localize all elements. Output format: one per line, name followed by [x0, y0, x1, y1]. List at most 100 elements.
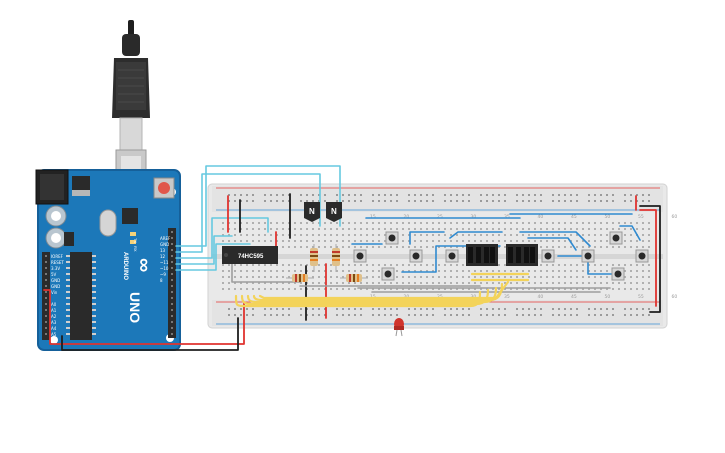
- terminal-hole: [468, 234, 470, 236]
- mounting-hole: [50, 336, 58, 344]
- push-button[interactable]: [409, 249, 423, 263]
- seven-segment-displays[interactable]: [466, 244, 538, 266]
- push-button[interactable]: [611, 267, 625, 281]
- push-buttons[interactable]: [353, 231, 649, 281]
- push-button[interactable]: [541, 249, 555, 263]
- terminal-hole: [534, 276, 536, 278]
- push-button[interactable]: [581, 249, 595, 263]
- terminal-hole: [360, 288, 362, 290]
- rail-hole: [570, 200, 572, 202]
- terminal-hole: [540, 288, 542, 290]
- push-button[interactable]: [385, 231, 399, 245]
- terminal-hole: [468, 240, 470, 242]
- header-pin: [171, 273, 173, 275]
- red-led[interactable]: [394, 318, 404, 337]
- rail-hole: [630, 314, 632, 316]
- rail-hole: [636, 308, 638, 310]
- transistor-right[interactable]: N: [326, 202, 342, 222]
- terminal-hole: [636, 288, 638, 290]
- terminal-hole: [606, 240, 608, 242]
- push-button[interactable]: [635, 249, 649, 263]
- power-header[interactable]: [42, 252, 50, 340]
- shift-register-chip[interactable]: 74HC595: [222, 246, 278, 264]
- rail-hole: [396, 200, 398, 202]
- push-button[interactable]: [381, 267, 395, 281]
- terminal-hole: [300, 240, 302, 242]
- terminal-hole: [438, 264, 440, 266]
- chip-pin: [92, 255, 96, 257]
- terminal-hole: [570, 234, 572, 236]
- terminal-hole: [378, 276, 380, 278]
- atmega-chip: [70, 252, 92, 340]
- push-button[interactable]: [609, 231, 623, 245]
- rail-hole: [462, 308, 464, 310]
- terminal-hole: [648, 228, 650, 230]
- terminal-hole: [552, 240, 554, 242]
- terminal-hole: [294, 246, 296, 248]
- terminal-hole: [270, 234, 272, 236]
- rail-hole: [642, 200, 644, 202]
- terminal-hole: [522, 288, 524, 290]
- rail-hole: [414, 308, 416, 310]
- rail-hole: [354, 200, 356, 202]
- rail-hole: [312, 308, 314, 310]
- terminal-hole: [348, 282, 350, 284]
- chip-pin: [66, 261, 70, 263]
- terminal-hole: [312, 282, 314, 284]
- resistor: [340, 274, 368, 282]
- rail-hole: [600, 200, 602, 202]
- terminal-hole: [576, 228, 578, 230]
- terminal-hole: [516, 234, 518, 236]
- terminal-hole: [234, 222, 236, 224]
- transistor-left[interactable]: N: [304, 202, 320, 222]
- display-digit: [468, 247, 473, 263]
- terminal-hole: [234, 228, 236, 230]
- resistors[interactable]: [286, 244, 368, 282]
- terminal-hole: [444, 282, 446, 284]
- push-button[interactable]: [445, 249, 459, 263]
- terminal-hole: [258, 282, 260, 284]
- terminal-hole: [330, 234, 332, 236]
- terminal-hole: [462, 282, 464, 284]
- terminal-hole: [522, 276, 524, 278]
- terminal-hole: [228, 264, 230, 266]
- terminal-hole: [378, 222, 380, 224]
- terminal-hole: [444, 222, 446, 224]
- terminal-hole: [294, 270, 296, 272]
- rail-hole: [504, 200, 506, 202]
- rail-hole: [492, 314, 494, 316]
- terminal-hole: [540, 282, 542, 284]
- terminal-hole: [462, 270, 464, 272]
- terminal-hole: [648, 246, 650, 248]
- digital-header[interactable]: [168, 228, 176, 338]
- terminal-hole: [264, 288, 266, 290]
- terminal-hole: [468, 282, 470, 284]
- terminal-hole: [330, 270, 332, 272]
- terminal-hole: [528, 282, 530, 284]
- terminal-hole: [342, 246, 344, 248]
- terminal-hole: [606, 270, 608, 272]
- terminal-hole: [600, 282, 602, 284]
- display-digit: [516, 247, 521, 263]
- push-button[interactable]: [353, 249, 367, 263]
- usb-cable[interactable]: [112, 20, 150, 189]
- rail-hole: [468, 194, 470, 196]
- terminal-hole: [540, 270, 542, 272]
- terminal-hole: [360, 222, 362, 224]
- terminal-hole: [438, 288, 440, 290]
- terminal-hole: [642, 270, 644, 272]
- arduino-uno-board[interactable]: TX RX ∞ ARDUINO UNO AREFGND1312~11~10~98…: [35, 169, 181, 351]
- terminal-hole: [624, 240, 626, 242]
- chip-pin: [92, 315, 96, 317]
- terminal-hole: [480, 270, 482, 272]
- terminal-hole: [276, 240, 278, 242]
- terminal-hole: [588, 282, 590, 284]
- terminal-hole: [564, 270, 566, 272]
- terminal-hole: [372, 222, 374, 224]
- terminal-hole: [588, 276, 590, 278]
- rail-hole: [420, 308, 422, 310]
- terminal-hole: [588, 234, 590, 236]
- rail-hole: [384, 314, 386, 316]
- rail-hole: [234, 308, 236, 310]
